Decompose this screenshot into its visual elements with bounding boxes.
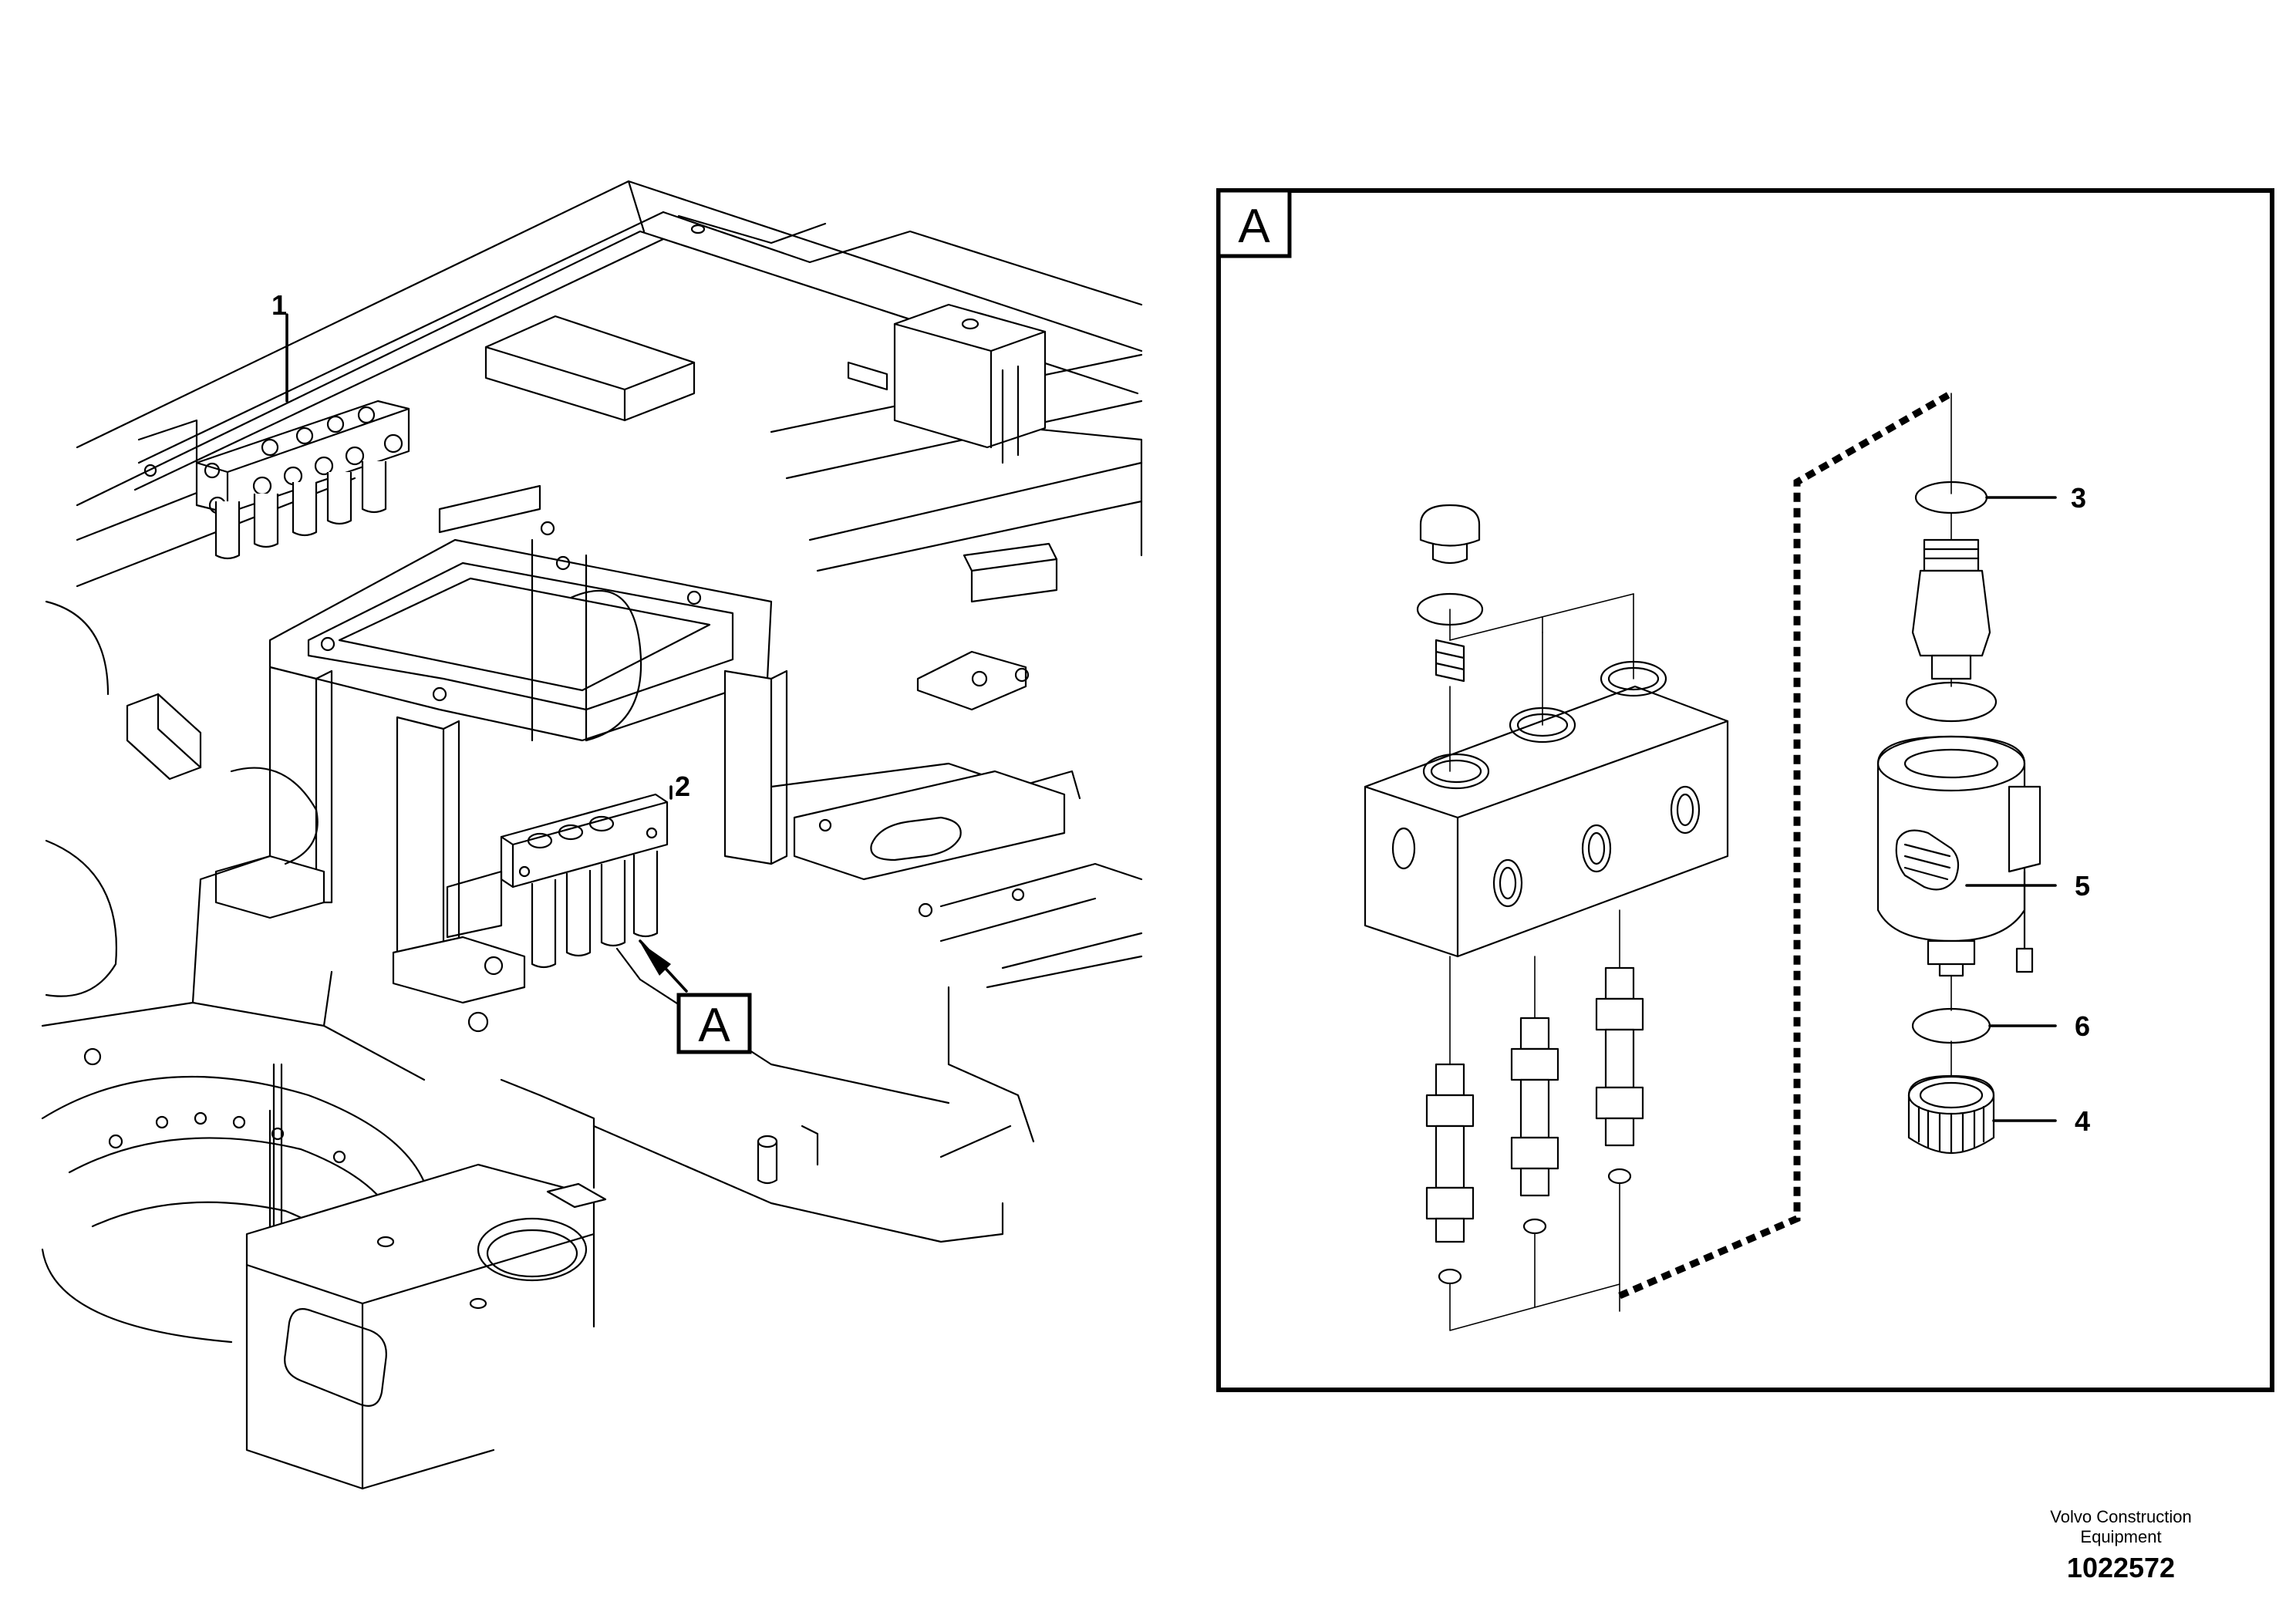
spool-2	[1510, 956, 1559, 1235]
part-label-3: 3	[2071, 482, 2086, 514]
footer: Volvo Construction Equipment 1022572	[2050, 1507, 2191, 1583]
grease-manifold-2	[446, 793, 669, 969]
detail-view-label: A	[1238, 200, 1270, 253]
grease-manifold-1	[137, 400, 410, 560]
part-label-6: 6	[2075, 1010, 2090, 1042]
solenoid-cartridge	[1911, 538, 1991, 680]
part-label-4: 4	[2075, 1105, 2090, 1137]
nut-4	[1907, 1074, 1995, 1155]
solenoid-coil	[1876, 735, 2041, 977]
part-label-1: 1	[271, 289, 287, 321]
company-name-line1: Volvo Construction	[2050, 1507, 2191, 1526]
valve-block	[1364, 660, 1729, 958]
company-name-line2: Equipment	[2080, 1527, 2161, 1546]
detail-view-a: A	[1216, 188, 2274, 1392]
machine-frame-drawing	[41, 180, 1143, 1490]
spool-1	[1425, 956, 1475, 1285]
o-ring-6	[1911, 1007, 1991, 1044]
callout-a: A	[639, 939, 752, 1054]
drawing-number: 1022572	[2067, 1552, 2175, 1583]
callout-a-label: A	[698, 999, 730, 1052]
spool-3	[1595, 909, 1644, 1185]
part-label-2: 2	[675, 771, 690, 802]
part-label-5: 5	[2075, 870, 2090, 902]
